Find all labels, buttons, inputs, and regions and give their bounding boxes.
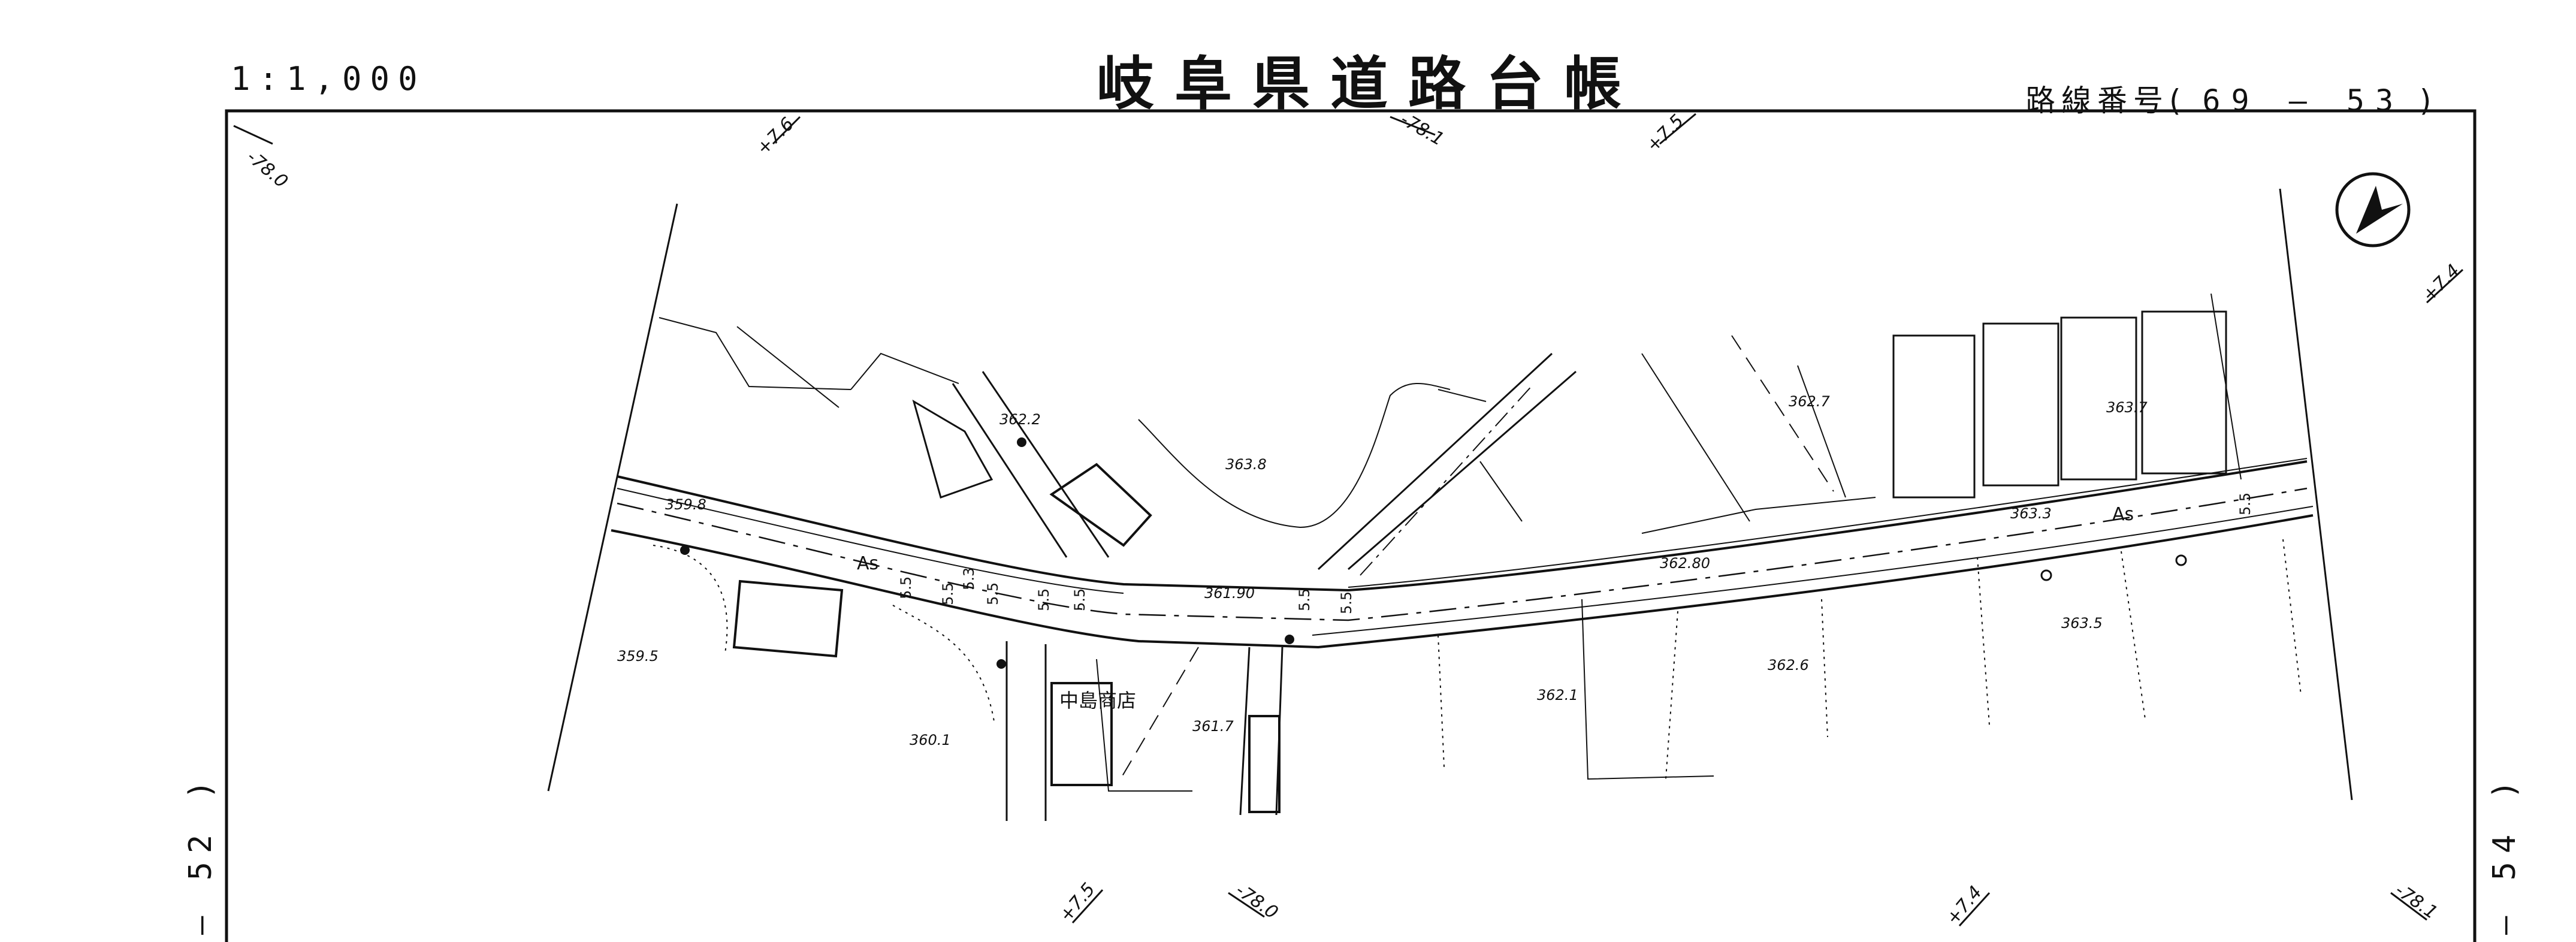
edge-mark-label: +7.4	[2418, 260, 2464, 306]
edge-mark-label: +7.4	[1942, 882, 1986, 929]
width-label: 5.5	[2237, 493, 2254, 515]
elevation-label: 362.6	[1768, 657, 1809, 674]
building	[732, 579, 844, 658]
edge-mark-bottom-2: -78.0	[1228, 880, 1282, 923]
building	[2141, 310, 2227, 475]
edge-mark-bottom-4: -78.1	[2390, 880, 2441, 923]
width-label: 5.5	[985, 582, 1001, 605]
building	[1049, 463, 1152, 547]
elevation-label: 361.7	[1192, 718, 1234, 735]
surface-label: As	[2112, 504, 2134, 525]
map-limit-right	[2279, 188, 2353, 801]
elevation-label: 362.1	[1537, 687, 1578, 704]
building	[1982, 322, 2059, 487]
road-width-labels: 5.5 5.3 5.5 5.5 5.5 5.5 5.5 5.5 5.5	[898, 493, 2254, 614]
edge-mark-label: +7.5	[1055, 879, 1100, 926]
edge-mark-label: +7.6	[753, 113, 798, 159]
elevation-label: 363.8	[1225, 456, 1267, 473]
elevation-label: 362.2	[999, 411, 1041, 428]
sheet-title: 岐阜県道路台帳	[1097, 50, 1642, 117]
north-arrow-icon	[2335, 172, 2411, 247]
edge-mark-bottom-1: +7.5	[1055, 879, 1104, 926]
elevation-label: 362.80	[1660, 555, 1710, 572]
building-label: 中島商店	[1059, 689, 1136, 712]
edge-mark-label: -78.1	[2391, 880, 2441, 923]
building	[1892, 334, 1976, 499]
edge-mark-label: -78.1	[1397, 109, 1448, 150]
elevation-label: 359.5	[617, 648, 659, 665]
width-label: 5.5	[1296, 588, 1313, 611]
building	[1248, 715, 1281, 813]
elevation-label: 362.7	[1789, 393, 1830, 410]
edge-mark-top-3: -78.1	[1390, 109, 1448, 150]
main-road	[611, 458, 2314, 649]
edge-mark-label: +7.5	[1642, 110, 1688, 156]
width-label: 5.5	[898, 576, 914, 599]
building	[2060, 316, 2137, 481]
elevation-label: 363.3	[2010, 505, 2052, 522]
width-label: 5.5	[1071, 588, 1088, 611]
building	[912, 399, 993, 499]
elevation-label: 359.8	[665, 496, 706, 513]
building-nakajima	[1050, 682, 1113, 786]
stream-line	[1138, 383, 1451, 529]
width-label: 5.5	[940, 582, 956, 605]
parcel-lines	[659, 293, 2242, 792]
elevation-label: 360.1	[910, 732, 951, 748]
map-frame	[225, 109, 2477, 942]
edge-mark-top-2: +7.6	[753, 113, 801, 159]
map-scale: 1:1,000	[231, 60, 426, 98]
map-limit-left	[547, 203, 678, 792]
surface-label: As	[857, 553, 878, 574]
utility-poles	[680, 437, 2187, 669]
elevation-points: 362.2 363.8 362.7 363.7 359.8 363.3 362.…	[617, 393, 2148, 748]
edge-mark-right: +7.4	[2418, 260, 2464, 306]
elevation-label: 361.90	[1204, 585, 1255, 602]
edge-mark-label: -78.0	[243, 146, 292, 192]
slope-hatching	[653, 539, 2302, 780]
width-label: 5.5	[1035, 588, 1052, 611]
edge-mark-top-1: -78.0	[233, 125, 292, 192]
width-label: 5.3	[961, 567, 977, 590]
width-label: 5.5	[1338, 591, 1355, 614]
elevation-label: 363.5	[2061, 615, 2103, 632]
elevation-label: 363.7	[2106, 399, 2148, 416]
edge-mark-label: -78.0	[1231, 880, 1282, 923]
buildings	[732, 310, 2227, 813]
edge-mark-top-4: +7.5	[1642, 110, 1696, 156]
edge-mark-bottom-3: +7.4	[1942, 882, 1991, 929]
